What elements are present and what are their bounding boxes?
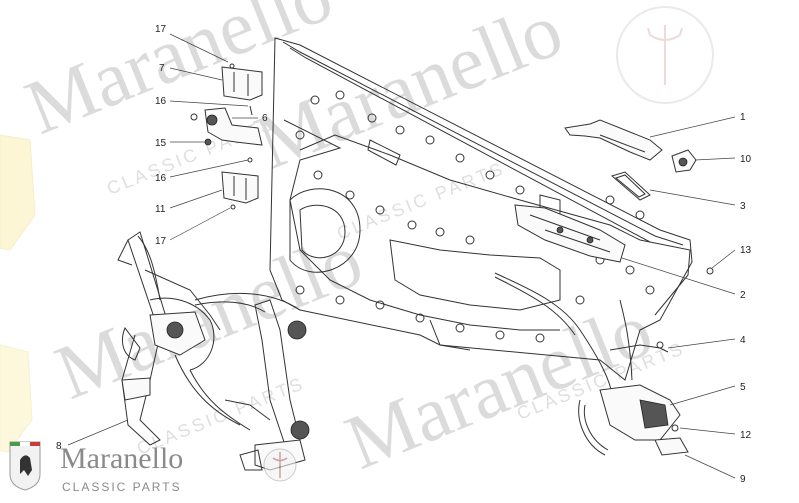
hinge-upper	[221, 63, 263, 101]
handle-gasket	[610, 171, 651, 201]
callout-numbers: 17 7 16 6 15 16 11 17 8 1 10 3 13 2 4 5 …	[56, 24, 752, 485]
brand-name: Maranello	[60, 442, 184, 475]
callout-16-lower: 16	[155, 173, 167, 184]
brand-subtitle: CLASSIC PARTS	[62, 480, 182, 494]
door-lock	[578, 384, 681, 456]
outer-door-handle	[564, 119, 663, 161]
callout-11: 11	[155, 204, 166, 215]
prancing-horse-shield-icon	[9, 441, 41, 491]
yellow-shield-watermark-1	[0, 134, 36, 251]
callout-4: 4	[740, 335, 746, 346]
release-cable	[494, 272, 669, 396]
handle-cap	[671, 149, 697, 173]
callout-7: 7	[159, 63, 165, 74]
callout-15: 15	[155, 138, 167, 149]
callout-17-lower: 17	[155, 236, 167, 247]
trident-badge	[263, 448, 297, 482]
maranello-brand-logo: Maranello CLASSIC PARTS	[8, 440, 188, 498]
callout-3: 3	[740, 201, 746, 212]
callout-17-upper: 17	[155, 24, 167, 35]
hinge-lower	[221, 157, 259, 210]
callout-10: 10	[740, 154, 752, 165]
lock-striker	[654, 424, 689, 456]
callout-5: 5	[740, 382, 746, 393]
inner-handle-mechanism	[514, 204, 626, 263]
callout-6: 6	[262, 113, 268, 124]
callout-2: 2	[740, 290, 746, 301]
trident-emblem-watermark	[616, 6, 714, 104]
callout-16-upper: 16	[155, 96, 167, 107]
leader-lines	[67, 33, 736, 479]
callout-13: 13	[740, 245, 752, 256]
door-check-strap	[190, 105, 263, 146]
callout-9: 9	[740, 474, 746, 485]
screw-13	[706, 267, 714, 275]
callout-12: 12	[740, 430, 752, 441]
callout-1: 1	[740, 112, 746, 123]
yellow-shield-watermark-2	[0, 344, 33, 453]
callout-8: 8	[56, 441, 62, 452]
